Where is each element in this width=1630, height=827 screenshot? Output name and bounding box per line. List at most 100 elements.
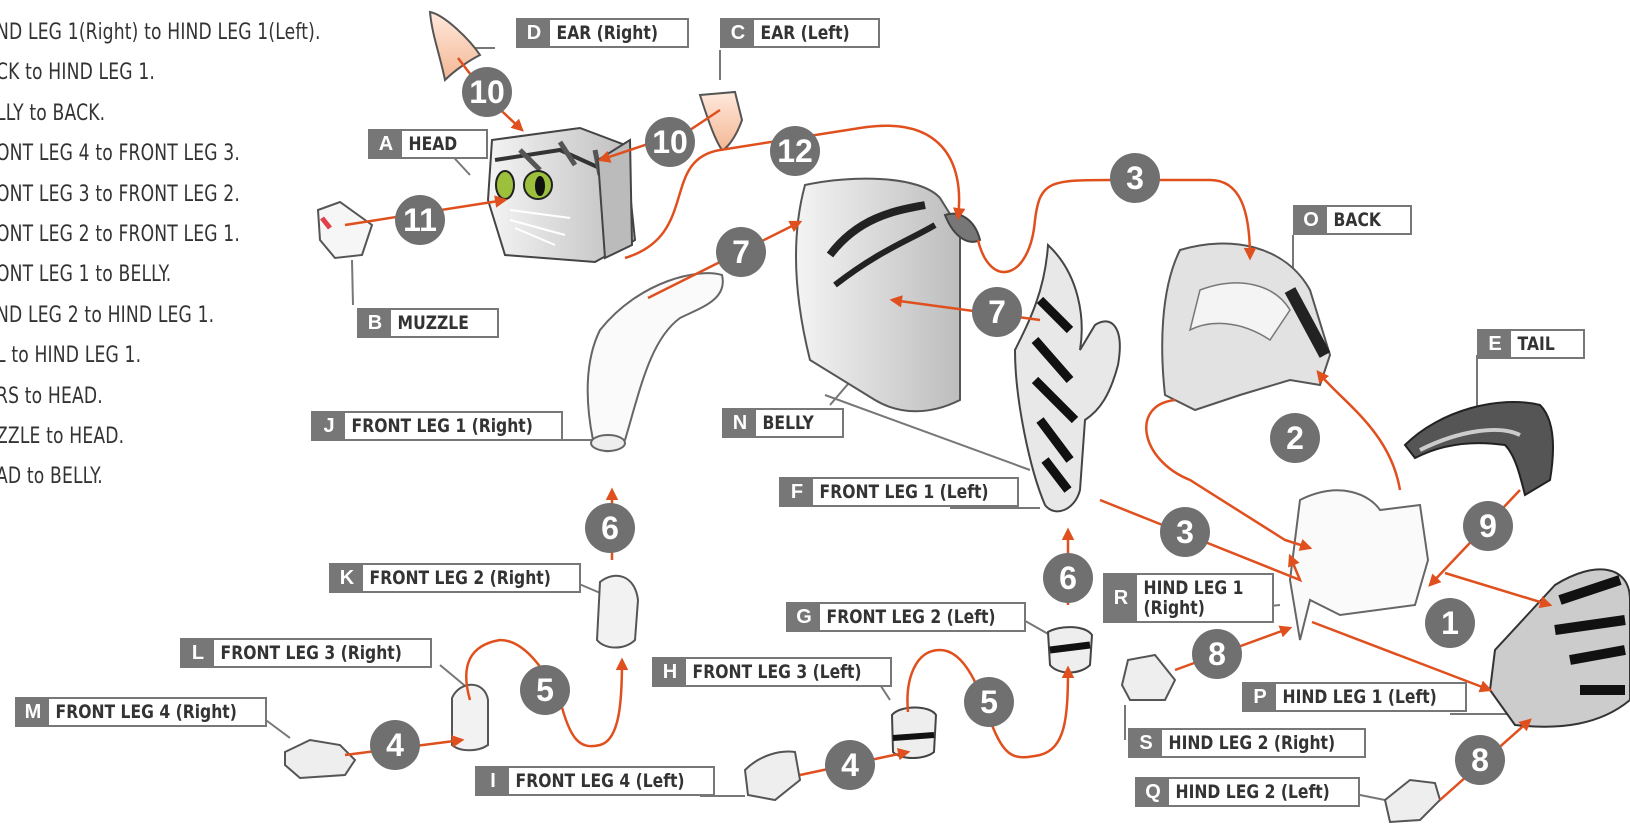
label-name: FRONT LEG 1 (Left)	[819, 481, 989, 503]
step-badge: 7	[716, 227, 766, 277]
label-name: FRONT LEG 4 (Left)	[515, 770, 685, 792]
label-letter: F	[781, 479, 813, 505]
label-name: HIND LEG 2 (Right)	[1168, 732, 1336, 754]
label-front-leg-3-right: L FRONT LEG 3 (Right)	[180, 638, 433, 668]
hind-leg-2-right-part	[1120, 653, 1177, 701]
step-badge: 11	[395, 195, 445, 245]
front-leg-2-left-part	[1046, 626, 1094, 674]
label-letter: R	[1105, 575, 1137, 621]
front-leg-4-left-part	[743, 750, 802, 802]
label-front-leg-2-right: K FRONT LEG 2 (Right)	[329, 563, 582, 593]
instruction-line: ZZLE to HEAD.	[0, 424, 125, 449]
head-part	[486, 126, 637, 264]
label-ear-left: C EAR (Left)	[720, 18, 881, 48]
belly-part	[794, 177, 982, 413]
step-badge: 3	[1160, 507, 1210, 557]
front-leg-3-right-part	[451, 683, 489, 752]
step-badge: 10	[462, 67, 512, 117]
label-name: TAIL	[1517, 333, 1555, 355]
label-name: FRONT LEG 3 (Left)	[692, 661, 862, 683]
label-letter: B	[359, 310, 391, 336]
label-letter: O	[1295, 207, 1327, 233]
label-letter: A	[370, 131, 402, 157]
instruction-line: LLY to BACK.	[0, 100, 106, 126]
label-letter: I	[477, 768, 509, 794]
instruction-line: L to HIND LEG 1.	[0, 343, 142, 369]
label-front-leg-4-left: I FRONT LEG 4 (Left)	[475, 766, 716, 796]
step-badge: 2	[1270, 413, 1320, 463]
front-leg-4-right-part	[284, 738, 357, 780]
label-name: FRONT LEG 2 (Left)	[826, 606, 996, 628]
label-front-leg-1-right: J FRONT LEG 1 (Right)	[311, 411, 564, 441]
label-letter: S	[1130, 730, 1162, 756]
label-name: FRONT LEG 1 (Right)	[351, 415, 533, 437]
label-hind-leg-2-right: S HIND LEG 2 (Right)	[1128, 728, 1366, 758]
label-letter: Q	[1137, 779, 1169, 805]
tail-part	[1403, 401, 1554, 497]
label-letter: G	[788, 604, 820, 630]
label-letter: K	[331, 565, 363, 591]
label-front-leg-2-left: G FRONT LEG 2 (Left)	[786, 602, 1027, 632]
label-letter: J	[313, 413, 345, 439]
step-badge: 4	[370, 720, 420, 770]
step-badge: 10	[645, 117, 695, 167]
step-badge: 3	[1110, 153, 1160, 203]
label-name: FRONT LEG 2 (Right)	[369, 567, 551, 589]
instruction-line: ONT LEG 2 to FRONT LEG 1.	[0, 222, 240, 247]
back-part	[1161, 242, 1332, 412]
instruction-line: RS to HEAD.	[0, 383, 103, 409]
label-belly: N BELLY	[722, 408, 845, 438]
instruction-line: ND LEG 2 to HIND LEG 1.	[0, 302, 215, 328]
step-badge: 5	[520, 665, 570, 715]
label-letter: P	[1244, 684, 1276, 710]
muzzle-part	[316, 200, 374, 260]
label-name: BELLY	[762, 412, 814, 434]
step-badge: 8	[1192, 629, 1242, 679]
instruction-line: ONT LEG 4 to FRONT LEG 3.	[0, 141, 240, 167]
label-front-leg-3-left: H FRONT LEG 3 (Left)	[652, 657, 893, 687]
step-badge: 12	[770, 126, 820, 176]
hind-leg-1-right-part	[1288, 489, 1430, 641]
label-muzzle: B MUZZLE	[357, 308, 500, 338]
instruction-line: ONT LEG 1 to BELLY.	[0, 262, 172, 288]
step-badge: 6	[1043, 553, 1093, 603]
label-hind-leg-2-left: Q HIND LEG 2 (Left)	[1135, 777, 1361, 807]
step-badge: 9	[1463, 501, 1513, 551]
label-name: EAR (Left)	[760, 22, 850, 44]
label-letter: E	[1479, 331, 1511, 357]
step-badge: 4	[825, 740, 875, 790]
label-name: EAR (Right)	[556, 22, 658, 44]
instruction-line: ONT LEG 3 to FRONT LEG 2.	[0, 181, 240, 207]
label-name: FRONT LEG 4 (Right)	[55, 701, 237, 723]
label-back: O BACK	[1293, 205, 1412, 235]
step-badge: 1	[1425, 598, 1475, 648]
label-letter: H	[654, 659, 686, 685]
label-ear-right: D EAR (Right)	[516, 18, 689, 48]
label-name: BACK	[1333, 209, 1382, 231]
hind-leg-2-left-part	[1383, 778, 1442, 824]
label-front-leg-4-right: M FRONT LEG 4 (Right)	[15, 697, 268, 727]
instruction-line: CK to HIND LEG 1.	[0, 60, 156, 86]
label-hind-leg-1-left: P HIND LEG 1 (Left)	[1242, 682, 1468, 712]
label-letter: L	[182, 640, 214, 666]
label-front-leg-1-left: F FRONT LEG 1 (Left)	[779, 477, 1020, 507]
muzzle-nose	[320, 216, 332, 230]
label-name: MUZZLE	[397, 312, 469, 334]
label-name: HIND LEG 2 (Left)	[1175, 781, 1330, 803]
label-letter: M	[17, 699, 49, 725]
label-name: HEAD	[408, 133, 458, 155]
label-letter: C	[722, 20, 754, 46]
label-head: A HEAD	[368, 129, 488, 159]
ear-right-part	[428, 10, 482, 83]
step-badge: 8	[1455, 735, 1505, 785]
step-badge: 7	[972, 287, 1022, 337]
step-badge: 6	[585, 503, 635, 553]
label-name: HIND LEG 1 (Right)	[1143, 577, 1244, 619]
label-name: HIND LEG 1 (Left)	[1282, 686, 1437, 708]
front-leg-2-right-part	[595, 574, 640, 649]
front-leg-1-right-part	[586, 272, 724, 453]
instruction-line: ND LEG 1(Right) to HIND LEG 1(Left).	[0, 20, 321, 45]
label-letter: N	[724, 410, 756, 436]
